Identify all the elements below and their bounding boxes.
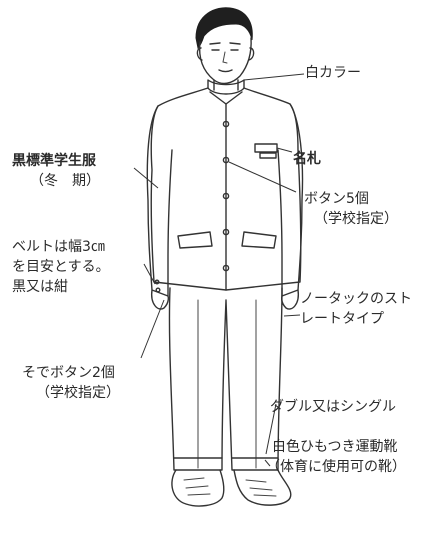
ear-right <box>248 47 255 61</box>
eyebrow-right <box>229 42 241 45</box>
pants-label-line2: レートタイプ <box>300 311 384 327</box>
neck <box>213 79 239 91</box>
sleeve-button-label-line1: そでボタン2個 <box>22 365 115 381</box>
shoes-label-line2: （体育に使用可の靴） <box>266 459 406 475</box>
shoes <box>171 469 292 507</box>
uniform-label-line1: 黒標準学生服 <box>12 153 96 169</box>
shoes-label-line1: 白色ひもつき運動靴 <box>272 439 398 455</box>
trousers <box>168 287 283 471</box>
buttons-label-line2: （学校指定） <box>314 211 398 227</box>
belt-label-line2: を目安とする。 <box>12 259 110 275</box>
uniform-label-line2: （冬 期） <box>30 173 100 189</box>
belt-label-line3: 黒又は紺 <box>12 279 68 295</box>
sleeve-button-label-line2: （学校指定） <box>36 385 120 401</box>
pants-label-line1: ノータックのスト <box>300 291 412 307</box>
name-tag-label: 名札 <box>293 151 321 167</box>
front-buttons <box>222 120 230 272</box>
nose <box>222 51 228 64</box>
eyebrow-left <box>209 42 221 45</box>
belt-label-line1: ベルトは幅3㎝ <box>12 239 105 255</box>
ear-left <box>196 47 203 61</box>
hair <box>195 7 253 50</box>
head <box>195 7 255 91</box>
buttons-label-line1: ボタン5個 <box>304 191 369 207</box>
face-outline <box>198 37 252 85</box>
collar-label: 白カラー <box>305 65 361 81</box>
mouth <box>218 69 233 73</box>
hem-label: ダブル又はシングル <box>270 399 396 415</box>
leader-lines <box>133 73 305 467</box>
jacket <box>146 87 304 310</box>
